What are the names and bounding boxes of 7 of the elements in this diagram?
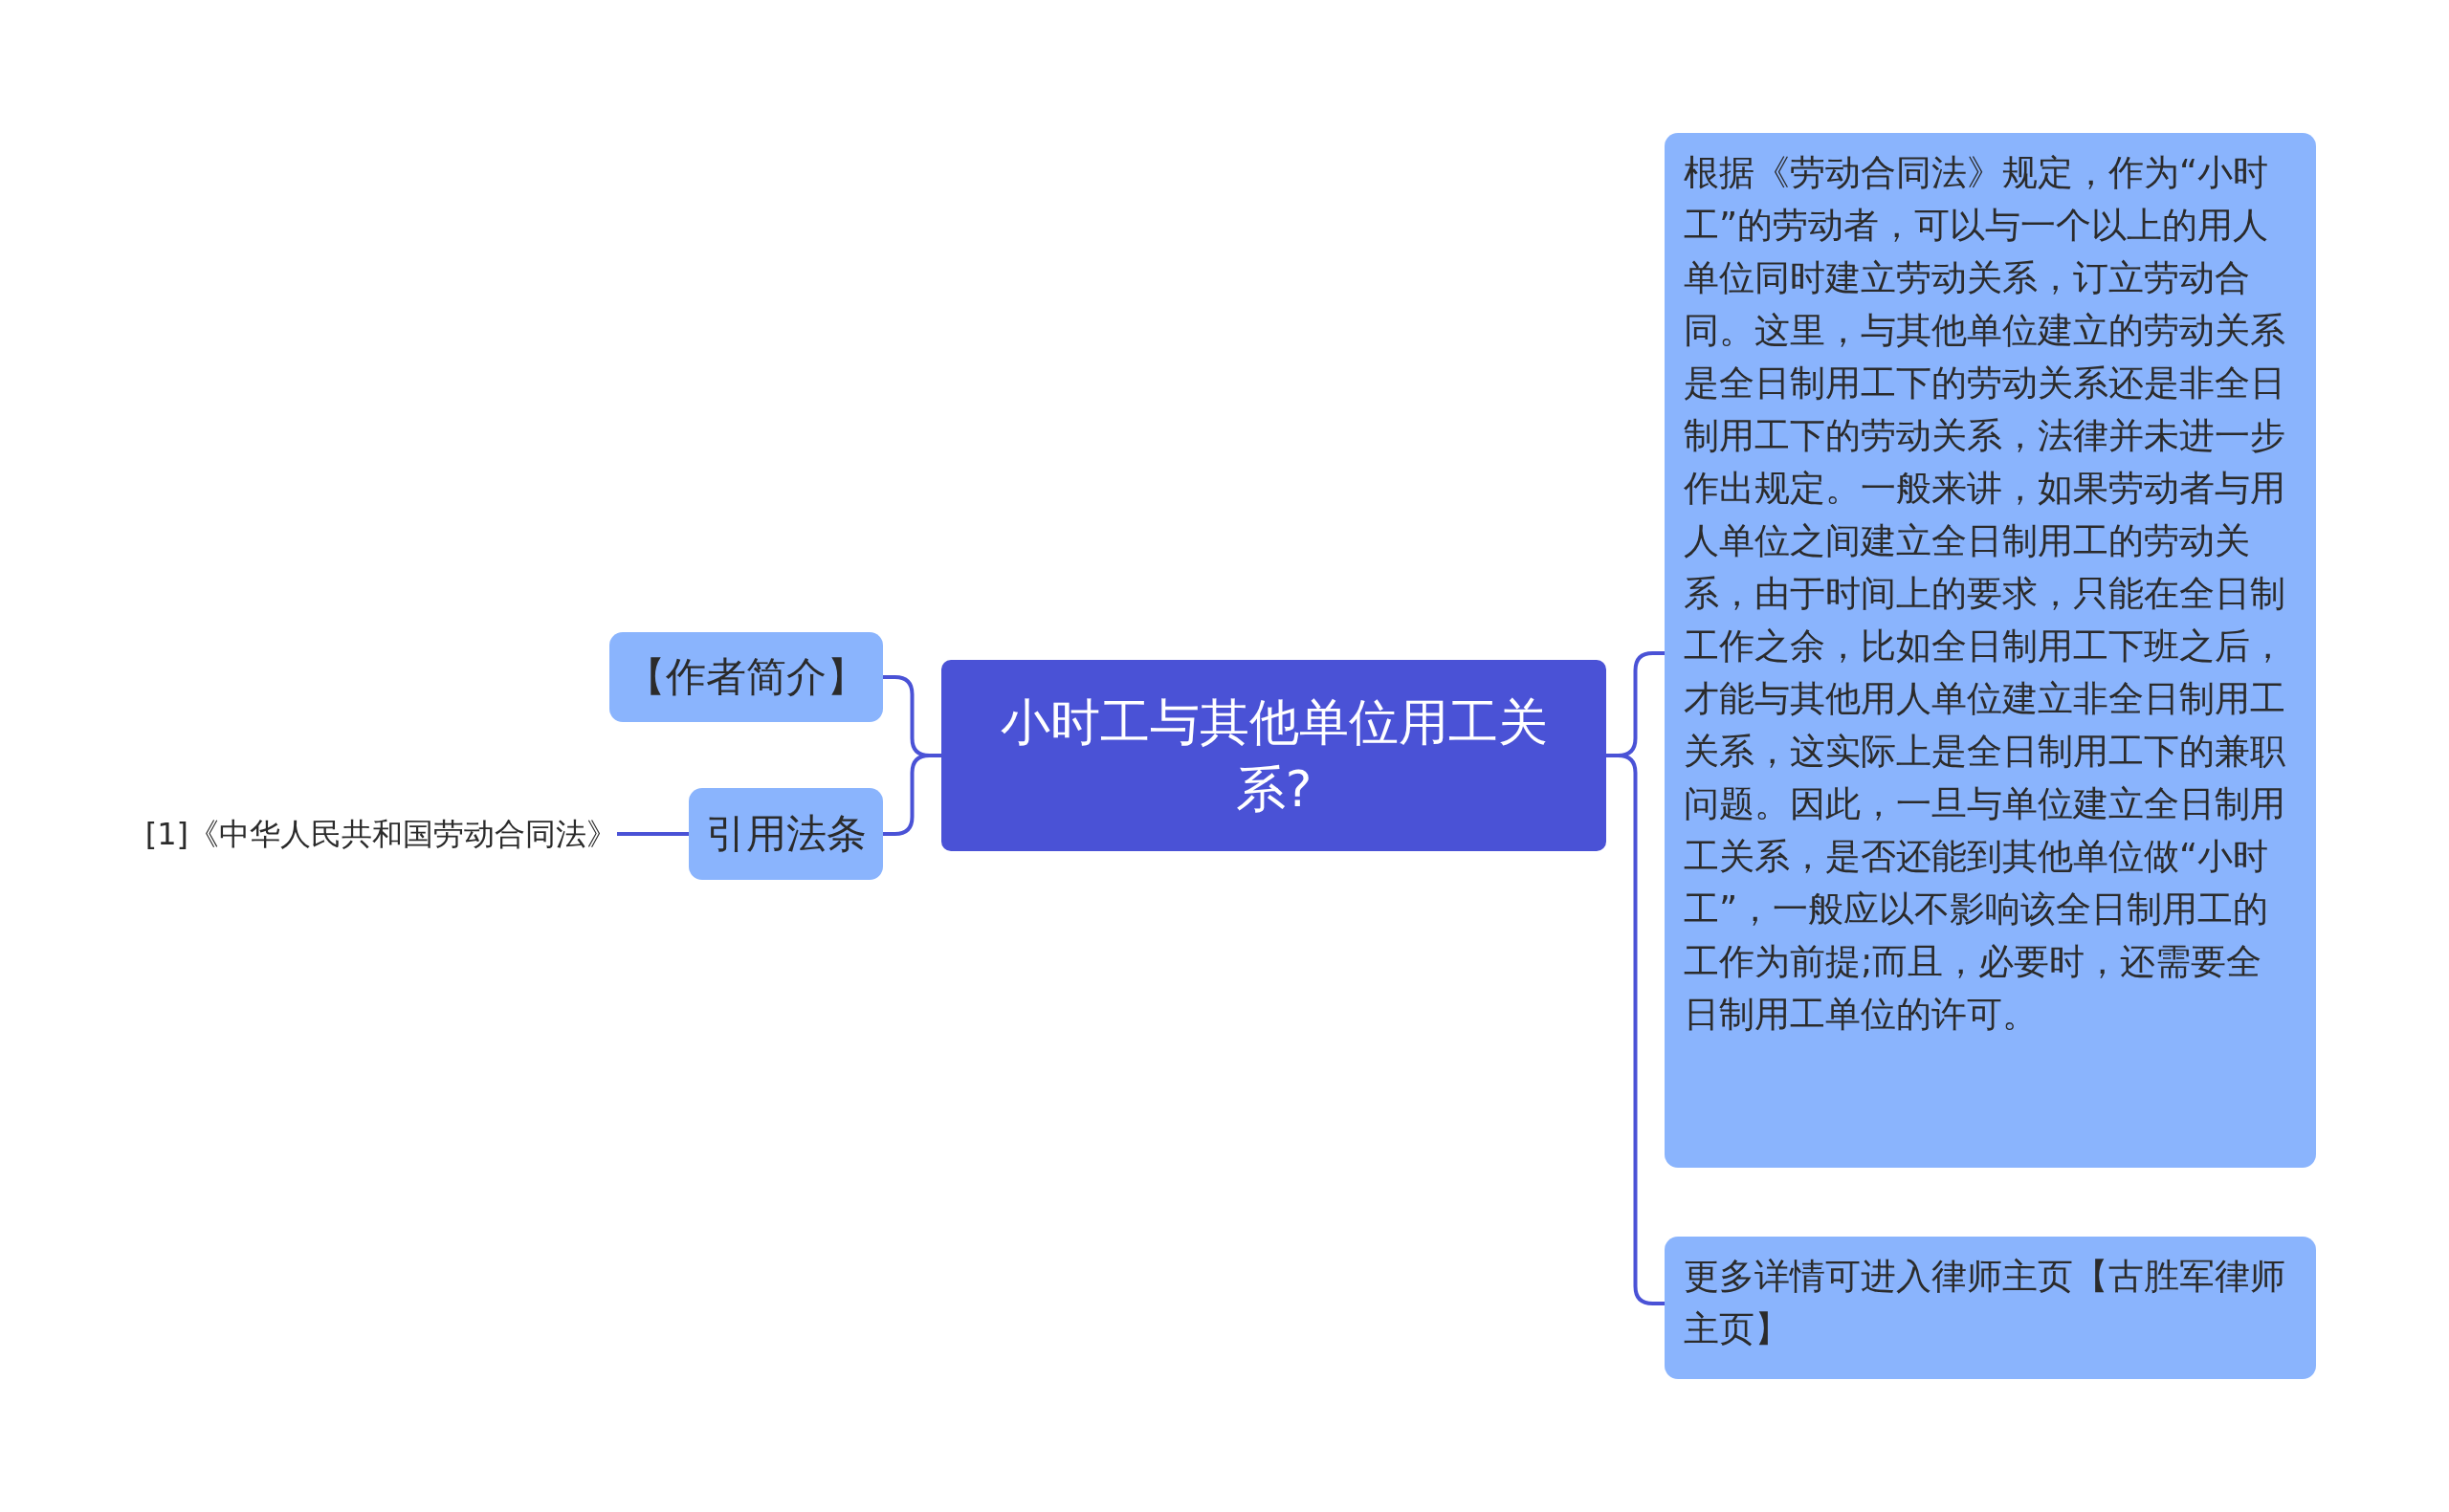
text-box: 更多详情可进入律师主页【古胜军律师主页】 bbox=[1665, 1237, 2316, 1379]
topic-box: 小时工与其他单位用工关系? bbox=[941, 660, 1606, 851]
branch-box: 【作者简介】 bbox=[609, 632, 883, 722]
text-box: 根据《劳动合同法》规定，作为“小时工”的劳动者，可以与一个以上的用人单位同时建立劳动关系，订立劳动合同。这里，与其他单位建立的劳动关系是全日制用工下的劳动关系还是非全日制用工下的劳动关系，法律并未进一步作出规定。一般来讲，如果劳动者与用人单位之间建立全日制用工的劳动关系，由于时间上的要求，只能在全日制工作之余，比如全日制用工下班之后，才能与其他用人单位建立非全日制用工关系，这实际上是全日制用工下的兼职问题。因此，一旦与单位建立全日制用工关系，是否还能到其他单位做“小时工”，一般应以不影响该全日制用工的工作为前提;而且，必要时，还需要全日制用工单位的许可。 bbox=[1665, 133, 2316, 1168]
connector bbox=[617, 832, 689, 836]
citation-text: [1]《中华人民共和国劳动合同法》 bbox=[134, 811, 617, 859]
branch-box: 引用法条 bbox=[689, 788, 883, 880]
